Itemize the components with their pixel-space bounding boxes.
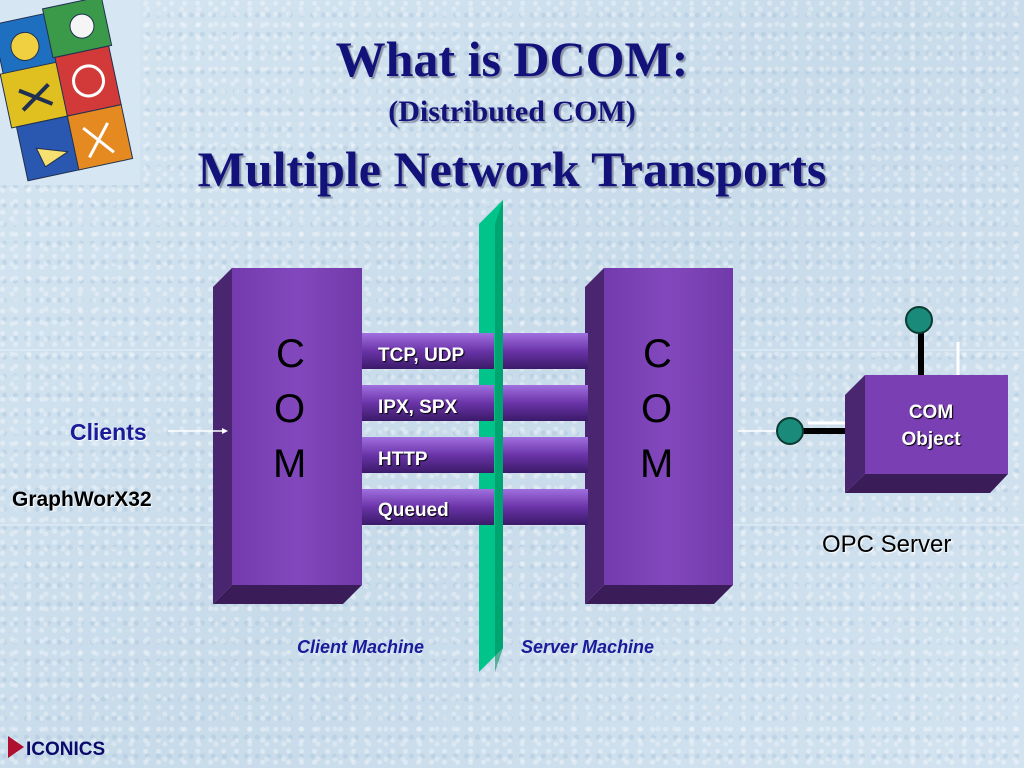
client-machine-label: Client Machine <box>297 637 425 657</box>
connector-node-left <box>776 417 845 445</box>
com-object-box <box>845 375 1008 493</box>
graphworx-label: GraphWorX32 <box>12 488 152 511</box>
com-object-label-line2: Object <box>901 429 961 450</box>
transport-ipx-spx: IPX, SPX <box>378 397 458 418</box>
client-com-letter-o: O <box>274 387 306 431</box>
client-com-letter-c: C <box>276 332 305 376</box>
brand-label: ICONICS <box>26 739 106 760</box>
com-object-label-line1: COM <box>908 402 954 423</box>
transport-queued: Queued <box>378 500 449 521</box>
server-com-letter-o: O <box>641 387 673 431</box>
server-machine-label: Server Machine <box>521 637 655 657</box>
page-title: What is DCOM: <box>335 31 689 87</box>
network-bar <box>479 200 503 672</box>
clients-label: Clients <box>70 419 147 445</box>
logo-collage-icon <box>0 0 140 185</box>
transport-tcp-udp: TCP, UDP <box>378 345 465 366</box>
connector-node-top <box>905 306 960 375</box>
transport-http: HTTP <box>378 449 428 470</box>
transport-pipes-front <box>362 333 494 525</box>
opc-server-label: OPC Server <box>822 531 952 558</box>
server-com-letter-c: C <box>643 332 672 376</box>
client-com-letter-m: M <box>273 442 307 486</box>
play-triangle-icon <box>8 736 24 758</box>
client-com-block <box>213 268 362 604</box>
page-subtitle: (Distributed COM) <box>388 95 636 128</box>
server-com-block <box>585 268 733 604</box>
page-heading: Multiple Network Transports <box>197 141 827 197</box>
server-com-letter-m: M <box>640 442 674 486</box>
